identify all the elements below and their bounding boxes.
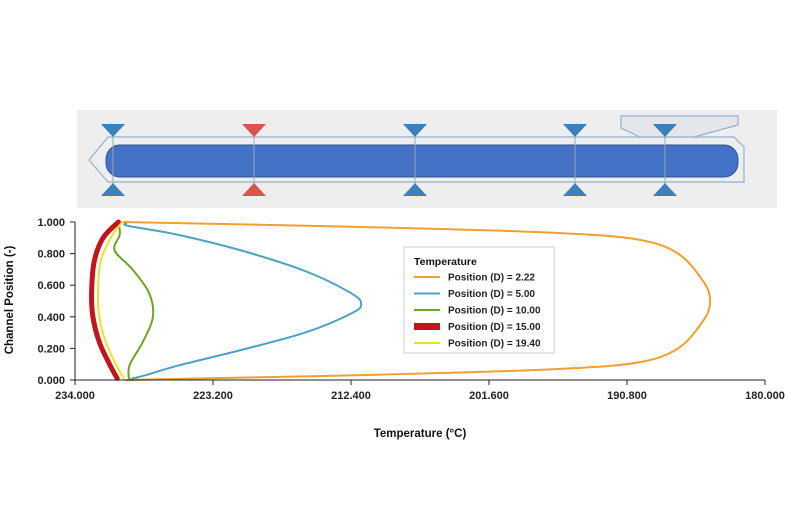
x-ticks: 234.000 223.200 212.400 201.600 190.800 180.0… [55,380,785,402]
y-tick-label: 0.800 [37,249,65,261]
legend-label: Position (D) = 19.40 [448,339,541,350]
series-line-3 [113,221,155,381]
legend-label: Position (D) = 15.00 [448,322,541,333]
y-tick-label: 0.600 [37,280,65,292]
legend-label: Position (D) = 10.00 [448,306,541,317]
legend-title: Temperature [414,256,477,268]
x-tick-label: 190.800 [607,390,647,402]
y-tick-label: 0.200 [37,343,65,355]
temperature-chart: 234.000 223.200 212.400 201.600 190.800 180.0… [4,217,785,440]
legend-box [403,246,555,354]
probe-marker-bottom [653,183,677,196]
y-tick-label: 0.000 [37,375,65,387]
y-tick-label: 1.000 [37,217,65,229]
x-axis-title: Temperature (°C) [374,428,467,440]
probe-marker-bottom [563,183,587,196]
x-tick-label: 212.400 [331,390,371,402]
y-ticks: 0.000 0.200 0.400 0.600 0.800 1.000 [37,217,75,387]
probe-marker-top [563,124,587,137]
legend-swatch [414,323,440,330]
x-tick-label: 223.200 [193,390,233,402]
legend-label: Position (D) = 5.00 [448,289,535,300]
probe-marker-top [653,124,677,137]
series-line-1 [122,221,712,381]
probe-marker-bottom [101,183,125,196]
flow-channel [105,144,739,178]
probe-marker-top [101,124,125,137]
y-tick-label: 0.400 [37,312,65,324]
channel-outline [88,136,745,183]
series-line-5 [96,221,125,380]
probe-marker-top [403,124,427,137]
probe-marker-top [242,124,266,137]
x-tick-label: 234.000 [55,390,95,402]
axes: 234.000 223.200 212.400 201.600 190.800 180.0… [37,217,784,402]
legend-label: Position (D) = 2.22 [448,273,535,284]
channel-schematic [77,110,777,208]
legend: Temperature Position (D) = 2.22Position … [403,246,555,354]
series-line-4 [89,219,121,381]
probe-marker-bottom [242,183,266,196]
series-line-2 [123,222,363,380]
probe-marker-bottom [403,183,427,196]
inlet-manifold [620,115,739,138]
series-lines [89,219,712,381]
x-tick-label: 201.600 [469,390,509,402]
x-tick-label: 180.000 [745,390,785,402]
y-axis-title: Channel Position (-) [4,246,16,355]
